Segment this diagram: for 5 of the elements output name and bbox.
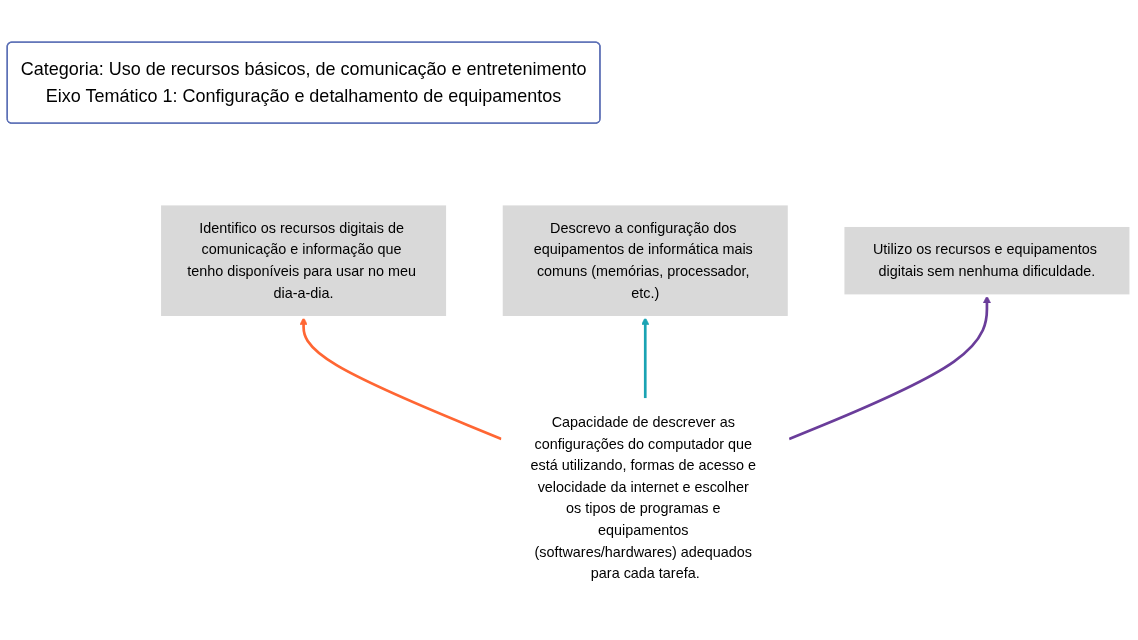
arrow [788, 295, 991, 441]
node-box: Utilizo os recursos e equipamentos digitais sem nenhuma dificuldade. [841, 224, 1133, 298]
node-box: Identifico os recursos digitais de comunicação e informação que tenho disponíveis para usar no meu dia-a-dia. [158, 202, 449, 319]
node-box: Descrevo a configuração dos equipamentos de informática mais comuns (memórias, processador, etc.) [500, 202, 791, 319]
node-text: Capacidade de descrever as configurações do computador que está utilizando, formas de acesso e velocidade da internet e escolher os tipos de programas e equipamentos (softwares/hardwares) adequados para cada tarefa. [530, 414, 757, 581]
